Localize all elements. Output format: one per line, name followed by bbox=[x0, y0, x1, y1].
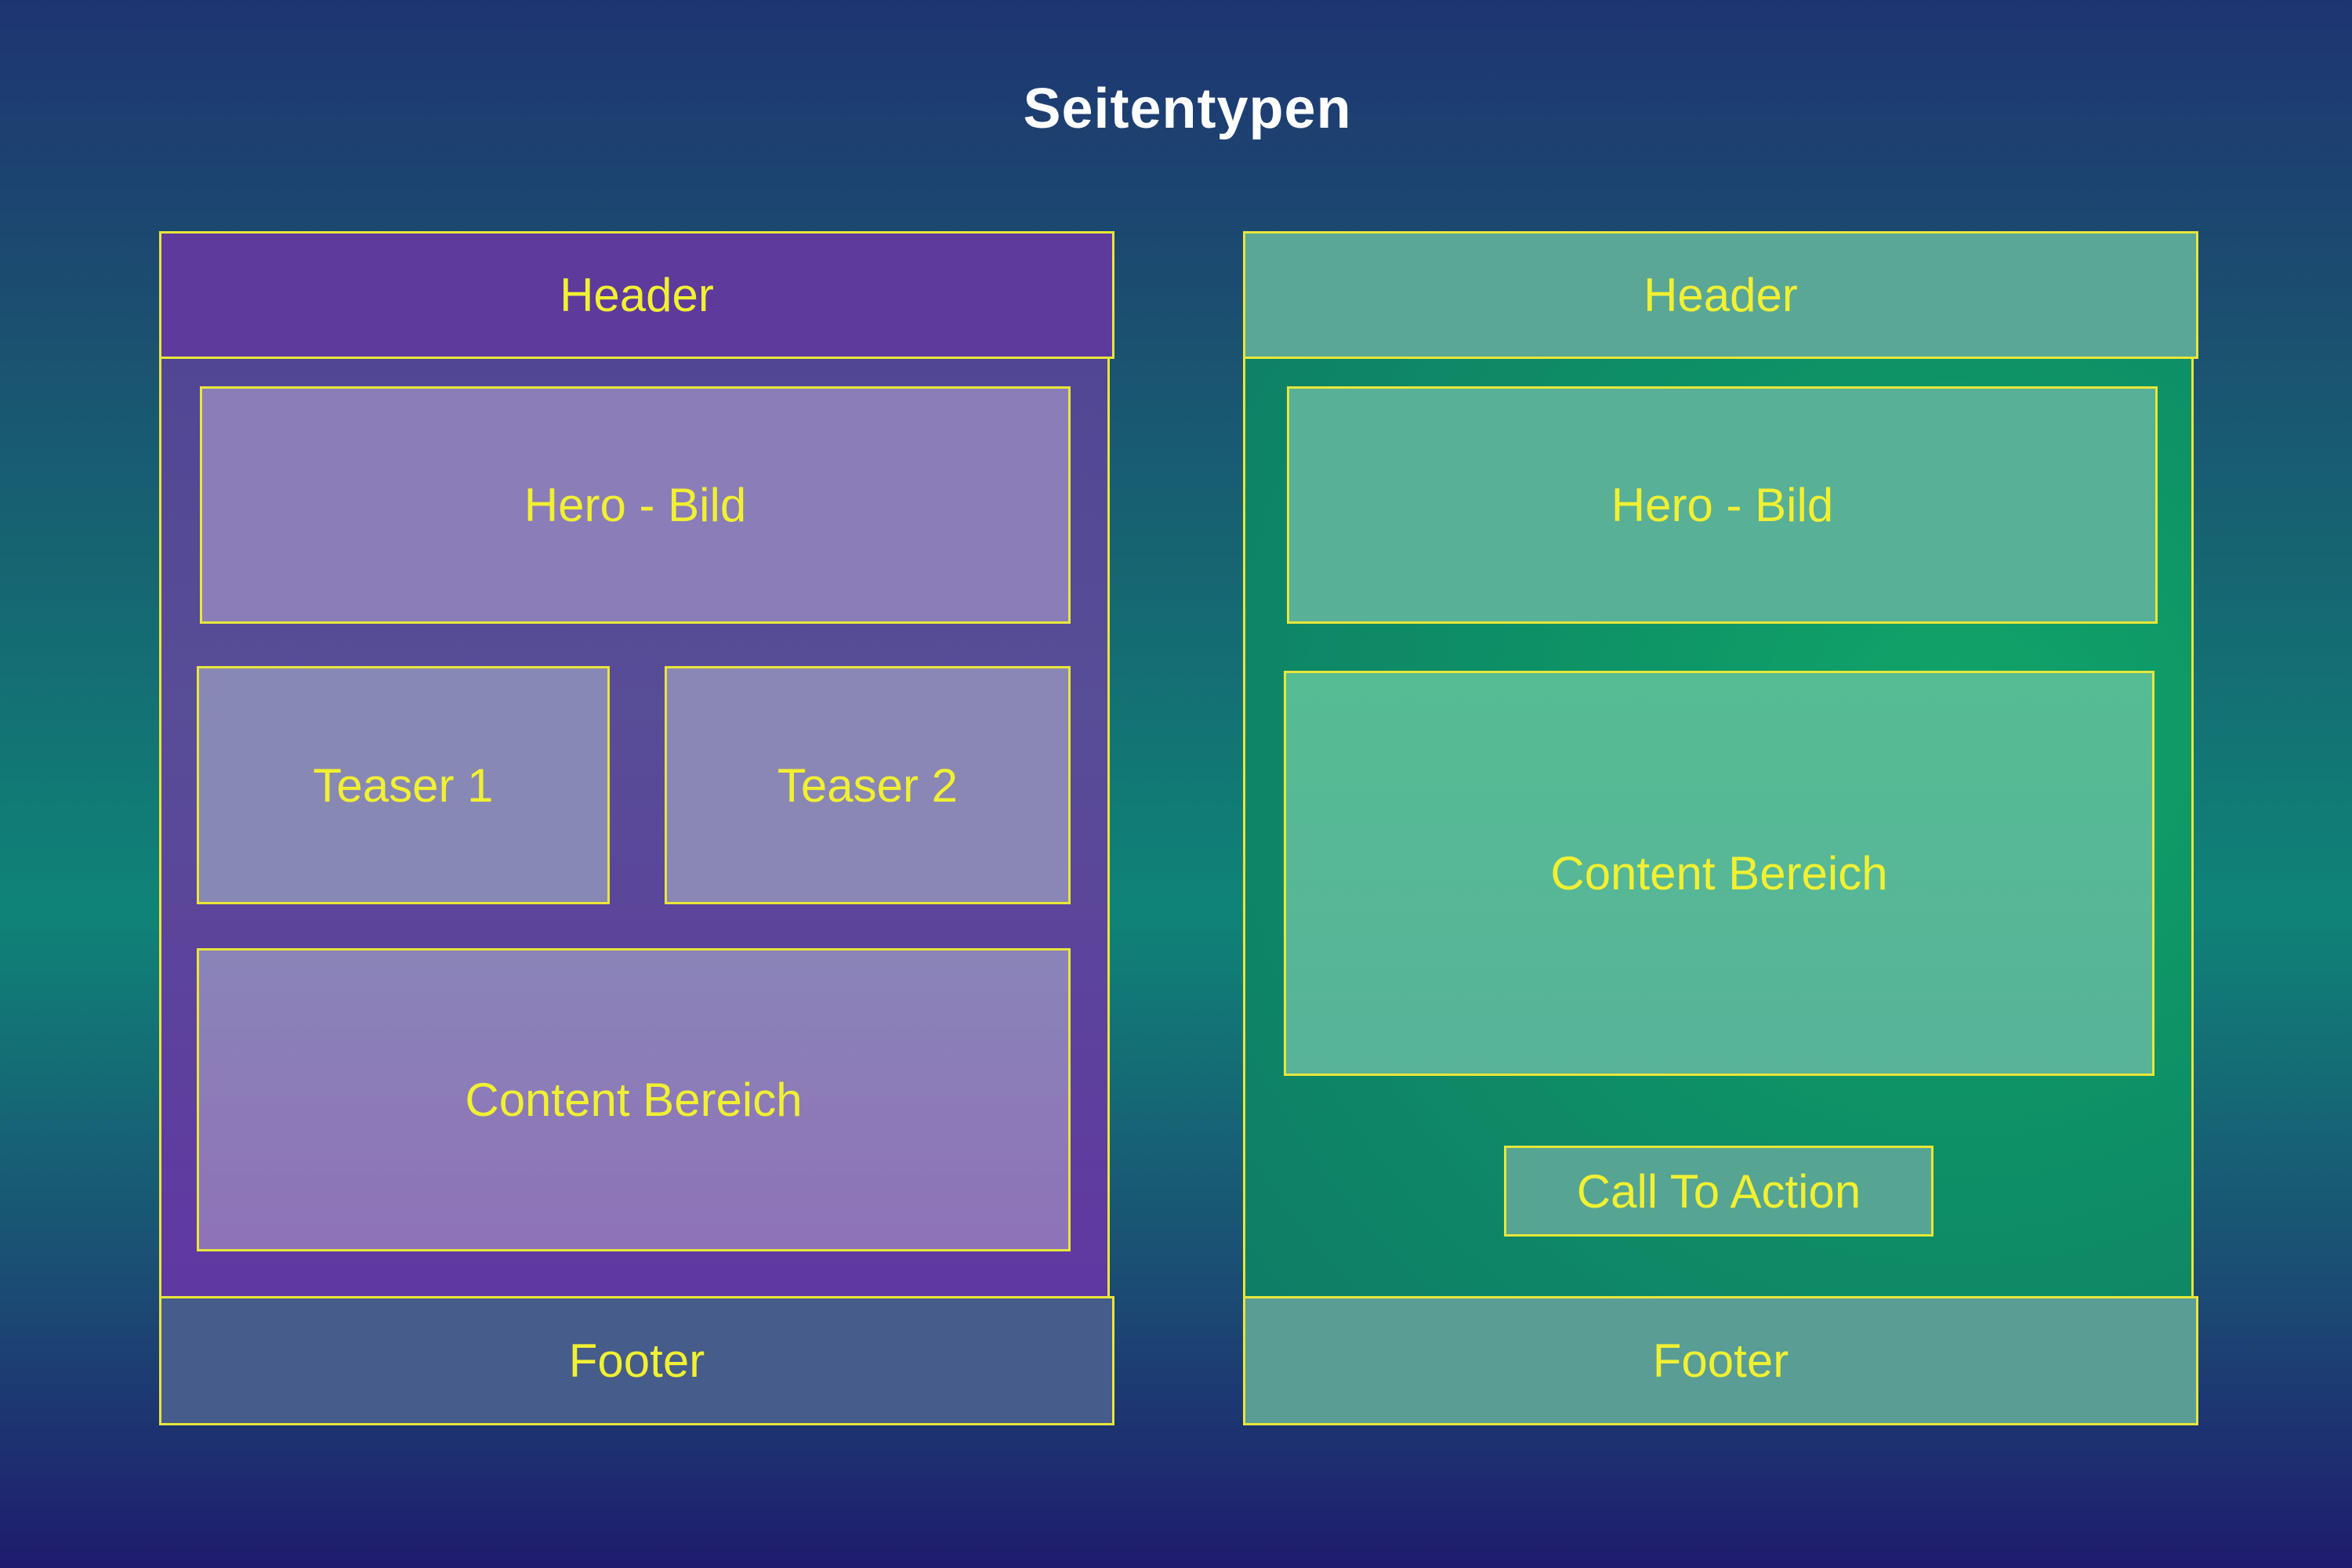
left-footer-block: Footer bbox=[159, 1296, 1114, 1425]
diagram-title: Seitentypen bbox=[1023, 78, 1352, 140]
right-header-block: Header bbox=[1243, 231, 2198, 359]
right-call-to-action-block: Call To Action bbox=[1504, 1146, 1933, 1237]
right-hero-block: Hero - Bild bbox=[1287, 386, 2158, 624]
right-footer-block: Footer bbox=[1243, 1296, 2198, 1425]
page-type-right: Header Hero - Bild Content Bereich Call … bbox=[1243, 231, 2198, 1425]
left-content-block: Content Bereich bbox=[197, 948, 1071, 1251]
left-header-block: Header bbox=[159, 231, 1114, 359]
left-hero-block: Hero - Bild bbox=[200, 386, 1071, 624]
left-teaser-2-block: Teaser 2 bbox=[665, 666, 1071, 904]
page-type-left: Header Hero - Bild Teaser 1 Teaser 2 Con… bbox=[159, 231, 1114, 1425]
right-content-block: Content Bereich bbox=[1284, 671, 2154, 1076]
left-teaser-1-block: Teaser 1 bbox=[197, 666, 610, 904]
